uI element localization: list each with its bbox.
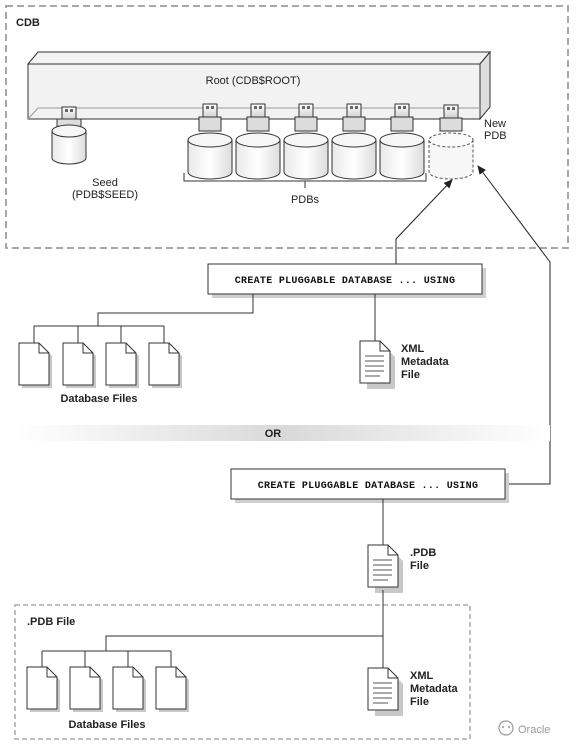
wechat-icon xyxy=(498,720,514,736)
database-file-icon xyxy=(18,342,52,388)
pdb-plug-icon xyxy=(246,103,270,132)
pdb-cylinder xyxy=(331,103,377,180)
pdb-plug-icon xyxy=(198,103,222,132)
seed-label-line2: (PDB$SEED) xyxy=(72,189,138,201)
new-pdb-plug-icon xyxy=(443,104,459,119)
database-file-icon xyxy=(26,666,60,712)
xml-label-1-line1: XML xyxy=(401,343,425,355)
file-tree-2 xyxy=(41,590,384,668)
command-text-2: CREATE PLUGGABLE DATABASE ... USING xyxy=(258,481,479,492)
pdb-file-label-line2: File xyxy=(410,560,429,572)
new-pdb: New PDB xyxy=(428,104,507,180)
database-file-icon xyxy=(112,666,146,712)
database-file-icon xyxy=(105,342,139,388)
command-text-1: CREATE PLUGGABLE DATABASE ... USING xyxy=(235,276,456,287)
pdb-cylinder xyxy=(283,103,329,180)
watermark-text: Oracle xyxy=(518,724,550,736)
xml-metadata-file-1: XML Metadata File xyxy=(359,340,450,389)
file-tree-1 xyxy=(33,294,376,343)
root-label: Root (CDB$ROOT) xyxy=(206,75,301,87)
seed-pdb: Seed (PDB$SEED) xyxy=(51,106,138,201)
command-box-pdb: CREATE PLUGGABLE DATABASE ... USING xyxy=(230,468,509,503)
xml-label-2-line1: XML xyxy=(410,670,434,682)
xml-label-1-line3: File xyxy=(401,369,420,381)
new-pdb-label-line2: PDB xyxy=(484,130,507,142)
new-pdb-label-line1: New xyxy=(484,118,506,130)
database-files-2 xyxy=(26,666,189,712)
cdb-title: CDB xyxy=(16,17,40,29)
database-files-1 xyxy=(18,342,182,388)
database-file-icon xyxy=(148,342,182,388)
database-file-icon xyxy=(62,342,96,388)
seed-label-line1: Seed xyxy=(92,177,118,189)
pdb-file-icon: .PDB File xyxy=(367,544,436,593)
xml-label-2-line2: Metadata xyxy=(410,683,459,695)
pdb-cylinder xyxy=(235,103,281,180)
seed-plug-icon xyxy=(61,106,77,121)
connector-arrows xyxy=(395,165,551,485)
pdb-plug-icon xyxy=(294,103,318,132)
oracle-watermark: Oracle xyxy=(498,720,550,736)
pdb-file-container: .PDB File xyxy=(14,604,471,740)
pdb-cylinder xyxy=(187,103,233,180)
pdb-plug-icon xyxy=(342,103,366,132)
cdb-container: CDB xyxy=(5,5,569,249)
xml-label-1-line2: Metadata xyxy=(401,356,450,368)
database-file-icon xyxy=(69,666,103,712)
command-box-xml: CREATE PLUGGABLE DATABASE ... USING xyxy=(207,263,486,298)
database-files-label-2: Database Files xyxy=(68,719,145,731)
pdb-file-label-line1: .PDB xyxy=(410,547,436,559)
pdb-cylinders xyxy=(187,103,425,180)
database-file-icon xyxy=(155,666,189,712)
pdb-plug-icon xyxy=(390,103,414,132)
pdb-cylinder xyxy=(379,103,425,180)
or-label: OR xyxy=(265,428,282,440)
xml-metadata-file-2: XML Metadata File xyxy=(367,667,459,716)
database-files-label-1: Database Files xyxy=(60,393,137,405)
pdbs-brace: PDBs xyxy=(183,173,427,206)
or-separator: OR xyxy=(16,425,550,441)
xml-label-2-line3: File xyxy=(410,696,429,708)
pdbs-label: PDBs xyxy=(291,194,320,206)
pdb-file-box-title: .PDB File xyxy=(27,616,75,628)
